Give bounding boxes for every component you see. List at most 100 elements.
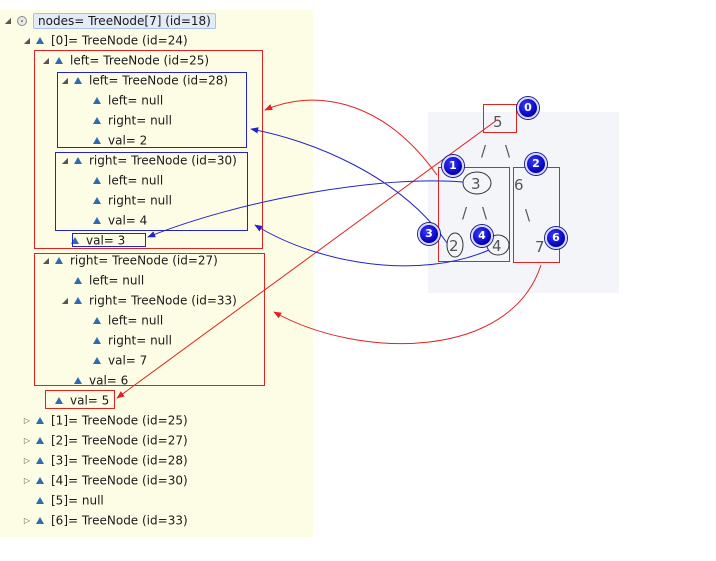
field-icon	[17, 15, 27, 26]
tree-row-nodes[interactable]: ◢nodes= TreeNode[7] (id=18)	[2, 10, 216, 30]
arrow-node-2	[250, 127, 448, 244]
step-badge-3: 3	[418, 223, 440, 245]
tree-row-left-right-val[interactable]: val= 4	[78, 210, 147, 230]
field-icon	[74, 77, 82, 84]
arrow-node-3	[147, 180, 464, 238]
field-icon	[74, 277, 82, 284]
expanded-icon[interactable]: ◢	[42, 255, 50, 265]
tree-row-index-0[interactable]: ◢[0]= TreeNode (id=24)	[21, 30, 188, 50]
tree-row-left-right[interactable]: ◢right= TreeNode (id=30)	[59, 150, 237, 170]
tree-row-left-left[interactable]: ◢left= TreeNode (id=28)	[59, 70, 228, 90]
arrow-left-subtree	[264, 99, 438, 176]
expanded-icon[interactable]: ◢	[4, 15, 12, 25]
node-3-circle	[462, 171, 492, 195]
tree-row-index-5[interactable]: [5]= null	[21, 490, 104, 510]
graph-edge-5-6: \	[505, 142, 511, 160]
left-val-box	[72, 233, 146, 247]
graph-node-6: 6	[514, 176, 524, 194]
graph-node-2: 2	[449, 237, 459, 255]
field-icon	[93, 197, 101, 204]
field-icon	[71, 237, 79, 244]
field-icon	[36, 517, 44, 524]
collapsed-icon[interactable]: ▷	[23, 435, 31, 445]
tree-row-right-right[interactable]: ◢right= TreeNode (id=33)	[59, 290, 237, 310]
collapsed-icon[interactable]: ▷	[23, 415, 31, 425]
tree-row-index-1[interactable]: ▷[1]= TreeNode (id=25)	[21, 410, 188, 430]
variables-tree-panel	[0, 10, 313, 537]
arrow-node-4	[254, 224, 490, 267]
field-icon	[93, 357, 101, 364]
tree-row-index-6[interactable]: ▷[6]= TreeNode (id=33)	[21, 510, 188, 530]
left-left-node-box	[57, 72, 247, 148]
graph-edge-5-3: /	[481, 142, 487, 160]
field-icon	[93, 177, 101, 184]
expanded-icon[interactable]: ◢	[61, 75, 69, 85]
field-icon	[36, 417, 44, 424]
tree-row-left-left-right[interactable]: right= null	[78, 110, 172, 130]
tree-row-left-val[interactable]: val= 3	[59, 230, 125, 250]
expanded-icon[interactable]: ◢	[42, 55, 50, 65]
field-icon	[36, 437, 44, 444]
field-icon	[93, 117, 101, 124]
tree-row-right-right-right[interactable]: right= null	[78, 330, 172, 350]
graph-node-4: 4	[492, 237, 502, 255]
field-icon	[74, 297, 82, 304]
tree-row-right-left[interactable]: left= null	[59, 270, 144, 290]
graph-edge-3-4: \	[482, 204, 488, 222]
root-val-box	[45, 390, 115, 409]
step-badge-2: 2	[525, 153, 547, 175]
left-subtree-box	[34, 50, 263, 249]
field-icon	[55, 57, 63, 64]
expanded-icon[interactable]: ◢	[61, 155, 69, 165]
collapsed-icon[interactable]: ▷	[23, 515, 31, 525]
field-icon	[36, 477, 44, 484]
step-badge-1: 1	[442, 155, 464, 177]
tree-row-left-left-val[interactable]: val= 2	[78, 130, 147, 150]
tree-row-index-2[interactable]: ▷[2]= TreeNode (id=27)	[21, 430, 188, 450]
step-badge-0: 0	[517, 97, 539, 119]
tree-row-index-4[interactable]: ▷[4]= TreeNode (id=30)	[21, 470, 188, 490]
field-icon	[36, 37, 44, 44]
tree-row-right[interactable]: ◢right= TreeNode (id=27)	[40, 250, 218, 270]
field-icon	[93, 137, 101, 144]
arrow-root-val	[116, 119, 498, 399]
right-subtree-box	[34, 253, 265, 386]
field-icon	[36, 497, 44, 504]
node-2-circle	[446, 232, 464, 258]
expanded-icon[interactable]: ◢	[61, 295, 69, 305]
graph-node-5: 5	[493, 113, 503, 131]
field-icon	[93, 317, 101, 324]
field-icon	[74, 377, 82, 384]
field-icon	[55, 397, 63, 404]
field-icon	[74, 157, 82, 164]
expanded-icon[interactable]: ◢	[23, 35, 31, 45]
left-right-node-box	[55, 152, 248, 231]
tree-row-left-right-right[interactable]: right= null	[78, 190, 172, 210]
graph-edge-3-2: /	[462, 204, 468, 222]
field-icon	[36, 457, 44, 464]
collapsed-icon[interactable]: ▷	[23, 475, 31, 485]
step-badge-6: 6	[545, 227, 567, 249]
tree-row-left[interactable]: ◢left= TreeNode (id=25)	[40, 50, 209, 70]
tree-row-index-3[interactable]: ▷[3]= TreeNode (id=28)	[21, 450, 188, 470]
tree-row-right-val[interactable]: val= 6	[59, 370, 128, 390]
field-icon	[93, 217, 101, 224]
graph-left-subtree-box	[438, 167, 510, 262]
field-icon	[93, 337, 101, 344]
tree-row-val[interactable]: val= 5	[40, 390, 109, 410]
collapsed-icon[interactable]: ▷	[23, 455, 31, 465]
tree-row-right-right-val[interactable]: val= 7	[78, 350, 147, 370]
graph-edge-6-7: \	[525, 206, 531, 224]
tree-row-left-left-left[interactable]: left= null	[78, 90, 163, 110]
graph-node-3: 3	[471, 175, 481, 193]
step-badge-4: 4	[471, 225, 493, 247]
tree-row-left-right-left[interactable]: left= null	[78, 170, 163, 190]
arrow-right-subtree	[273, 264, 542, 345]
tree-row-right-right-left[interactable]: left= null	[78, 310, 163, 330]
graph-node-7: 7	[535, 238, 545, 256]
field-icon	[55, 257, 63, 264]
graph-root-box	[483, 104, 517, 133]
field-icon	[93, 97, 101, 104]
